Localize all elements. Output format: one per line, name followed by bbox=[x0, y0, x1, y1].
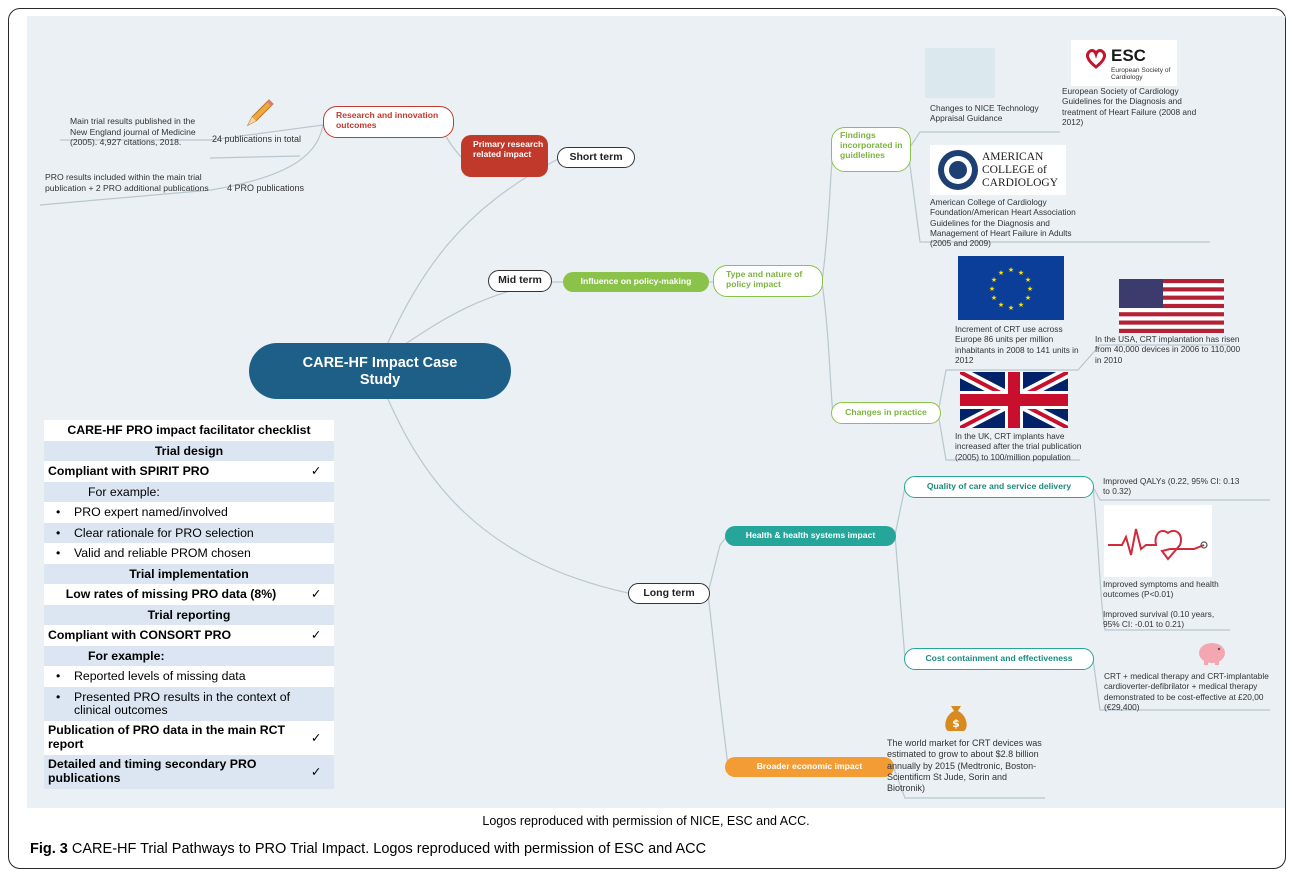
figure-label: Fig. 3 bbox=[30, 841, 68, 857]
heartbeat-image bbox=[1104, 505, 1212, 577]
cost-containment-label: Cost containment and effectiveness bbox=[925, 653, 1073, 663]
esc-logo: ESC European Society of Cardiology bbox=[1071, 40, 1177, 86]
acc-text: American College of Cardiology Foundatio… bbox=[930, 197, 1076, 249]
central-node-label: CARE-HF Impact Case Study bbox=[302, 355, 458, 388]
trial-reporting-header: Trial reporting bbox=[147, 607, 231, 622]
primary-impact-label: Primary research related impact bbox=[473, 139, 544, 159]
quality-care-node: Quality of care and service delivery bbox=[904, 476, 1094, 498]
design-item: Valid and reliable PROM chosen bbox=[44, 543, 334, 564]
svg-text:★: ★ bbox=[998, 301, 1004, 309]
esc-logo-subtext: European Society of Cardiology bbox=[1111, 67, 1171, 82]
changes-practice-node: Changes in practice bbox=[831, 402, 941, 424]
symptoms-text: Improved symptoms and health outcomes (P… bbox=[1103, 579, 1219, 600]
research-outcomes-label: Research and innovation outcomes bbox=[336, 110, 439, 131]
reporting-item: Reported levels of missing data bbox=[44, 666, 334, 687]
check-mark-icon: ✓ bbox=[310, 464, 322, 479]
quality-care-label: Quality of care and service delivery bbox=[926, 481, 1072, 491]
influence-node: Influence on policy-making bbox=[563, 272, 709, 292]
permission-caption: Logos reproduced with permission of NICE… bbox=[482, 814, 810, 828]
short-term-node: Short term bbox=[557, 147, 635, 168]
figure-caption-text: CARE-HF Trial Pathways to PRO Trial Impa… bbox=[71, 841, 707, 857]
esc-text: European Society of Cardiology Guideline… bbox=[1062, 86, 1197, 128]
health-impact-node: Health & health systems impact bbox=[725, 526, 896, 546]
for-example-label: For example: bbox=[88, 648, 165, 663]
survival-text: Improved survival (0.10 years, 95% CI: -… bbox=[1103, 609, 1215, 630]
trial-design-header: Trial design bbox=[154, 443, 224, 458]
qalys-text: Improved QALYs (0.22, 95% CI: 0.13 to 0.… bbox=[1103, 476, 1240, 497]
design-item: PRO expert named/involved bbox=[44, 502, 334, 523]
us-text: In the USA, CRT implantation has risen f… bbox=[1095, 334, 1241, 365]
acc-seal-icon bbox=[938, 150, 978, 190]
eu-text: Increment of CRT use across Europe 86 un… bbox=[955, 324, 1079, 366]
pubs-total-text: 24 publications in total bbox=[212, 134, 302, 144]
mid-term-label: Mid term bbox=[498, 274, 542, 286]
central-node: CARE-HF Impact Case Study bbox=[249, 343, 511, 399]
main-trial-text: Main trial results published in the New … bbox=[70, 116, 196, 148]
acc-logo: AMERICAN COLLEGE of CARDIOLOGY bbox=[930, 145, 1066, 195]
pro-pubs-text: 4 PRO publications bbox=[227, 183, 305, 193]
cost-containment-node: Cost containment and effectiveness bbox=[904, 648, 1094, 670]
svg-text:★: ★ bbox=[989, 285, 995, 293]
nice-logo-placeholder bbox=[925, 48, 995, 98]
svg-text:★: ★ bbox=[1018, 269, 1024, 277]
cost-text: CRT + medical therapy and CRT-implantabl… bbox=[1104, 671, 1269, 713]
eu-flag-icon: ★★★★ ★★★★ ★★★★ bbox=[958, 256, 1064, 320]
pencil-icon bbox=[246, 99, 274, 127]
type-nature-node: Type and nature of policy impact bbox=[713, 265, 823, 297]
piggy-bank-icon bbox=[1199, 643, 1225, 665]
svg-text:★: ★ bbox=[1008, 304, 1014, 312]
market-text: The world market for CRT devices was est… bbox=[887, 738, 1042, 793]
checklist-table: CARE-HF PRO impact facilitator checklist… bbox=[44, 420, 334, 789]
checklist-title: CARE-HF PRO impact facilitator checklist bbox=[67, 423, 311, 438]
design-item: Clear rationale for PRO selection bbox=[44, 523, 334, 544]
pro-results-text: PRO results included within the main tri… bbox=[45, 172, 209, 193]
svg-text:★: ★ bbox=[998, 269, 1004, 277]
primary-impact-node: Primary research related impact bbox=[461, 135, 548, 177]
money-bag-icon: $ bbox=[945, 706, 967, 731]
reporting-item: Presented PRO results in the context of … bbox=[44, 687, 334, 721]
trial-implementation-header: Trial implementation bbox=[129, 566, 249, 581]
type-nature-label: Type and nature of policy impact bbox=[726, 269, 803, 290]
nice-text: Changes to NICE Technology Appraisal Gui… bbox=[930, 103, 1039, 124]
long-term-label: Long term bbox=[643, 587, 695, 599]
esc-logo-text: ESC bbox=[1111, 46, 1146, 65]
svg-text:★: ★ bbox=[1027, 285, 1033, 293]
detailed-item: Detailed and timing secondary PRO public… bbox=[48, 756, 257, 785]
heartbeat-icon bbox=[1108, 528, 1208, 561]
svg-text:★: ★ bbox=[1008, 266, 1014, 274]
check-mark-icon: ✓ bbox=[310, 587, 322, 602]
findings-label: Findings incorporated in guidlelines bbox=[840, 130, 903, 160]
mid-term-node: Mid term bbox=[488, 270, 552, 292]
broader-econ-node: Broader economic impact bbox=[725, 757, 894, 777]
svg-text:★: ★ bbox=[991, 276, 997, 284]
svg-text:★: ★ bbox=[1025, 276, 1031, 284]
uk-flag-icon bbox=[957, 367, 1071, 433]
svg-text:$: $ bbox=[952, 717, 960, 730]
svg-text:★: ★ bbox=[1025, 294, 1031, 302]
check-mark-icon: ✓ bbox=[310, 764, 322, 779]
changes-practice-label: Changes in practice bbox=[845, 407, 927, 417]
svg-text:★: ★ bbox=[1018, 301, 1024, 309]
findings-node: Findings incorporated in guidlelines bbox=[831, 127, 911, 172]
us-flag-icon bbox=[1119, 279, 1224, 333]
low-rates-item: Low rates of missing PRO data (8%) bbox=[65, 587, 277, 602]
short-term-label: Short term bbox=[569, 151, 623, 163]
check-mark-icon: ✓ bbox=[310, 628, 322, 643]
long-term-node: Long term bbox=[628, 583, 710, 604]
check-mark-icon: ✓ bbox=[310, 730, 322, 745]
research-outcomes-node: Research and innovation outcomes bbox=[323, 106, 454, 138]
broader-econ-label: Broader economic impact bbox=[756, 761, 863, 771]
uk-text: In the UK, CRT implants have increased a… bbox=[955, 431, 1082, 462]
figure-caption: Fig. 3 CARE-HF Trial Pathways to PRO Tri… bbox=[30, 841, 706, 857]
consort-item: Compliant with CONSORT PRO bbox=[48, 628, 232, 643]
acc-logo-text: AMERICAN COLLEGE of CARDIOLOGY bbox=[982, 151, 1059, 190]
publication-item: Publication of PRO data in the main RCT … bbox=[48, 722, 286, 751]
spirit-item: Compliant with SPIRIT PRO bbox=[48, 464, 210, 479]
svg-text:★: ★ bbox=[991, 294, 997, 302]
heart-icon bbox=[1086, 49, 1106, 69]
for-example-label: For example: bbox=[88, 484, 160, 499]
influence-label: Influence on policy-making bbox=[580, 276, 692, 286]
health-impact-label: Health & health systems impact bbox=[745, 530, 876, 540]
